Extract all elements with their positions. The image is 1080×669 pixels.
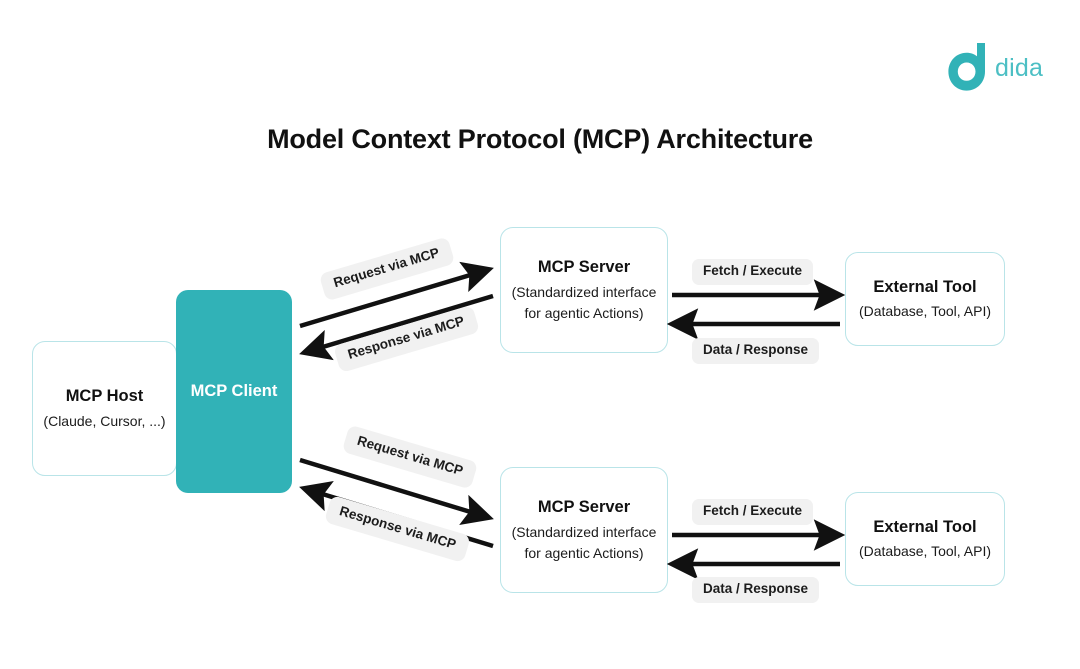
- edge-label-client-to-server-2: Request via MCP: [341, 424, 478, 490]
- edge-label-server-2-to-tool-2: Fetch / Execute: [692, 499, 814, 525]
- mcp-host-title: MCP Host: [65, 387, 144, 406]
- mcp-server-2-title: MCP Server: [537, 497, 631, 516]
- mcp-server-1-title: MCP Server: [537, 257, 631, 276]
- edge-label-tool-2-to-server-2: Data / Response: [692, 577, 820, 603]
- mcp-server-2-subtitle-line2: for agentic Actions): [524, 545, 644, 562]
- mcp-host-subtitle: (Claude, Cursor, ...): [43, 412, 166, 429]
- node-mcp-server-2[interactable]: MCP Server (Standardized interface for a…: [500, 467, 668, 593]
- page-title: Model Context Protocol (MCP) Architectur…: [267, 124, 813, 154]
- edge-label-server-1-to-client: Response via MCP: [333, 305, 480, 373]
- external-tool-2-subtitle: (Database, Tool, API): [858, 543, 992, 560]
- node-mcp-client[interactable]: MCP Client: [176, 290, 292, 493]
- logo-wordmark: dida: [995, 53, 1044, 82]
- external-tool-1-title: External Tool: [873, 277, 977, 296]
- edge-label-server-2-to-client: Response via MCP: [324, 495, 471, 563]
- node-external-tool-2[interactable]: External Tool (Database, Tool, API): [845, 492, 1005, 586]
- mcp-server-1-subtitle-line2: for agentic Actions): [524, 305, 644, 322]
- edge-label-server-1-to-tool-1: Fetch / Execute: [692, 259, 814, 285]
- external-tool-1-subtitle: (Database, Tool, API): [858, 303, 992, 320]
- node-external-tool-1[interactable]: External Tool (Database, Tool, API): [845, 252, 1005, 346]
- mcp-client-title: MCP Client: [190, 382, 278, 401]
- node-mcp-host[interactable]: MCP Host (Claude, Cursor, ...): [32, 341, 177, 476]
- edge-label-tool-1-to-server-1: Data / Response: [692, 338, 820, 364]
- dida-hexagon-d-icon: [948, 43, 985, 91]
- external-tool-2-title: External Tool: [873, 517, 977, 536]
- dida-logo: dida: [944, 42, 1054, 94]
- mcp-server-2-subtitle-line1: (Standardized interface: [511, 524, 657, 541]
- node-mcp-server-1[interactable]: MCP Server (Standardized interface for a…: [500, 227, 668, 353]
- mcp-server-1-subtitle-line1: (Standardized interface: [511, 284, 657, 301]
- edge-label-client-to-server-1: Request via MCP: [318, 236, 455, 302]
